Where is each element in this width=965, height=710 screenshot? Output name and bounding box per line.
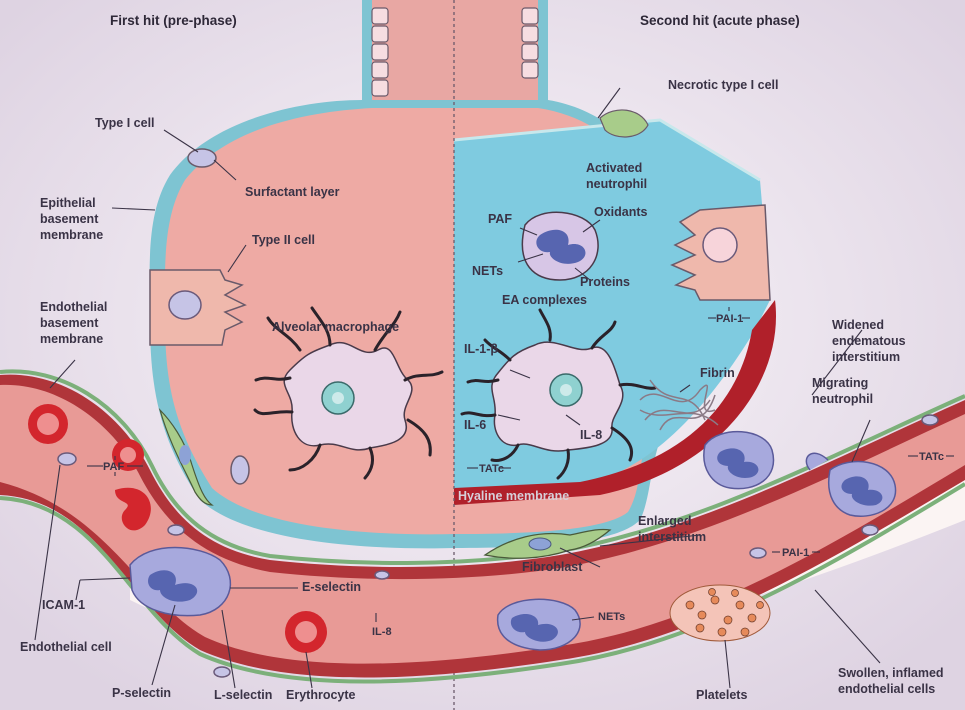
- platelets-cluster: [670, 585, 770, 641]
- label-activated-2: neutrophil: [586, 177, 647, 192]
- label-swollen-1: Swollen, inflamed: [838, 666, 944, 681]
- label-l-selectin: L-selectin: [214, 688, 272, 703]
- interstitial-neutrophil: [704, 432, 774, 489]
- title-first-hit: First hit (pre-phase): [110, 13, 237, 28]
- label-fibrin: Fibrin: [700, 366, 735, 381]
- activated-neutrophil: [522, 212, 598, 280]
- label-ea-complexes: EA complexes: [502, 293, 587, 308]
- label-widened-2: endematous: [832, 334, 906, 349]
- label-paf-vessel: PAF: [103, 460, 124, 475]
- label-icam-1: ICAM-1: [42, 598, 85, 613]
- label-il-8-lower: IL-8: [372, 625, 392, 640]
- airway: [362, 0, 548, 110]
- label-type-i-cell: Type I cell: [95, 116, 155, 131]
- label-pai-1-lower: PAI-1: [782, 546, 809, 561]
- label-endothelial-2: basement: [40, 316, 98, 331]
- label-swollen-2: endothelial cells: [838, 682, 935, 697]
- title-second-hit: Second hit (acute phase): [640, 13, 800, 28]
- label-p-selectin: P-selectin: [112, 686, 171, 701]
- label-enlarged-1: Enlarged: [638, 514, 692, 529]
- label-widened-1: Widened: [832, 318, 884, 333]
- label-fibroblast: Fibroblast: [522, 560, 582, 575]
- label-erythrocyte: Erythrocyte: [286, 688, 355, 703]
- label-necrotic-type-i-cell: Necrotic type I cell: [668, 78, 778, 93]
- label-endothelial-3: membrane: [40, 332, 103, 347]
- label-tatc-left: TATc: [479, 462, 504, 477]
- label-nets: NETs: [472, 264, 503, 279]
- label-widened-3: interstitium: [832, 350, 900, 365]
- label-enlarged-2: interstitium: [638, 530, 706, 545]
- label-epithelial-1: Epithelial: [40, 196, 96, 211]
- label-il-6: IL-6: [464, 418, 486, 433]
- label-type-ii-cell: Type II cell: [252, 233, 315, 248]
- label-migrating-2: neutrophil: [812, 392, 873, 407]
- label-platelets: Platelets: [696, 688, 747, 703]
- label-tatc-right: TATc: [919, 450, 944, 465]
- label-pai-1-upper: PAI-1: [716, 312, 743, 327]
- label-nets-vessel: NETs: [598, 610, 625, 625]
- label-proteins: Proteins: [580, 275, 630, 290]
- label-surfactant-layer: Surfactant layer: [245, 185, 339, 200]
- label-alveolar-macrophage: Alveolar macrophage: [272, 320, 399, 335]
- label-oxidants: Oxidants: [594, 205, 648, 220]
- label-activated-1: Activated: [586, 161, 642, 176]
- label-endothelial-cell: Endothelial cell: [20, 640, 112, 655]
- label-il-1-beta: IL-1-β: [464, 342, 498, 357]
- label-endothelial-1: Endothelial: [40, 300, 107, 315]
- label-hyaline-membrane: Hyaline membrane: [458, 489, 569, 504]
- label-e-selectin: E-selectin: [302, 580, 361, 595]
- label-migrating-1: Migrating: [812, 376, 868, 391]
- label-epithelial-2: basement: [40, 212, 98, 227]
- label-epithelial-3: membrane: [40, 228, 103, 243]
- label-il-8-upper: IL-8: [580, 428, 602, 443]
- label-paf-alveolar: PAF: [488, 212, 512, 227]
